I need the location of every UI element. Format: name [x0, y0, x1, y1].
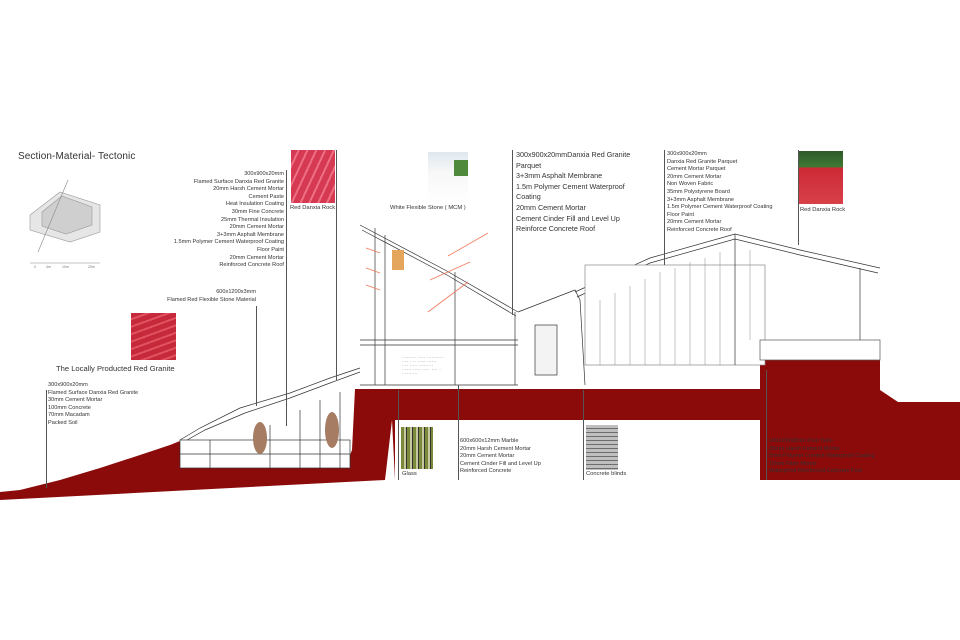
facade-mullions: [599, 250, 751, 365]
leader-flexible: [256, 306, 257, 406]
roof-spec-left: 300x900x20mm Flamed Surface Danxia Red G…: [173, 171, 284, 269]
svg-text:---- - -- ----- ------: ---- - -- ----- ------: [402, 360, 437, 363]
svg-text:--------- ----- -----------: --------- ----- -----------: [402, 356, 444, 359]
roof-spec-right: 300x900x20mm Danxia Red Granite Parquet …: [667, 151, 773, 233]
leader-glass: [398, 390, 399, 480]
floor-spec: 600x600x12mm Marble 20mm Harsh Cement Mo…: [460, 438, 541, 475]
white-stone-swatch: [428, 152, 468, 202]
svg-text:----------: ----------: [402, 372, 418, 375]
leader-roof-left: [286, 170, 287, 426]
danxia-rock-label-left: Red Danxia Rock: [290, 205, 336, 211]
concrete-blinds-swatch: [586, 425, 618, 470]
roof-spec-mid: 300x900x20mmDanxia Red Granite Parquet 3…: [516, 150, 631, 234]
diagram-title: Section-Material- Tectonic: [18, 151, 136, 162]
leader-pool: [766, 370, 767, 480]
leader-blinds: [583, 390, 584, 480]
svg-text:---- ----- ---------: ---- ----- ---------: [402, 364, 434, 367]
leader-floor: [458, 385, 459, 480]
scale-label-3: 20m: [88, 265, 95, 269]
danxia-rock-swatch-right: [799, 151, 843, 204]
glass-swatch: [401, 427, 433, 469]
danxia-rock-swatch-left: [291, 150, 335, 203]
left-terraces: [179, 367, 361, 469]
svg-text:------ ----- ----- ---- -: ------ ----- ----- ---- -: [402, 368, 441, 371]
blinds-caption: Concrete blinds: [586, 471, 627, 477]
ground-spec: 300x900x20mm Flamed Surface Danxia Red G…: [48, 382, 139, 426]
red-granite-swatch: [131, 313, 176, 360]
key-plan: [29, 179, 101, 253]
leader-danxia-right: [798, 150, 799, 245]
flexible-stone-spec: 600x1200x3mm Flamed Red Flexible Stone M…: [167, 289, 256, 303]
pool-spec: 100x100x8mm Pool Tyles 20mm Harsh Cement…: [769, 438, 875, 475]
section-note-text: --------- ----- ----------- ---- - -- --…: [402, 356, 444, 375]
scale-label-2: 10m: [62, 265, 69, 269]
leader-right: [664, 150, 665, 265]
planter-greenery: [253, 412, 339, 454]
leader-mid: [512, 150, 513, 315]
danxia-rock-label-right: Red Danxia Rock: [800, 207, 846, 213]
foliage-shape: [454, 160, 468, 176]
scale-label-0: 0: [34, 265, 36, 269]
leader-danxia-left: [336, 150, 337, 380]
white-stone-caption: White Flexible Stone ( MCM ): [390, 205, 466, 211]
sun-rays: [365, 232, 489, 313]
leader-ground: [46, 390, 47, 488]
scale-label-1: 4m: [46, 265, 51, 269]
glass-caption: Glass: [402, 471, 417, 477]
granite-caption: The Locally Producted Red Granite: [56, 364, 175, 373]
right-hall: [574, 233, 881, 366]
central-building: [359, 224, 586, 386]
